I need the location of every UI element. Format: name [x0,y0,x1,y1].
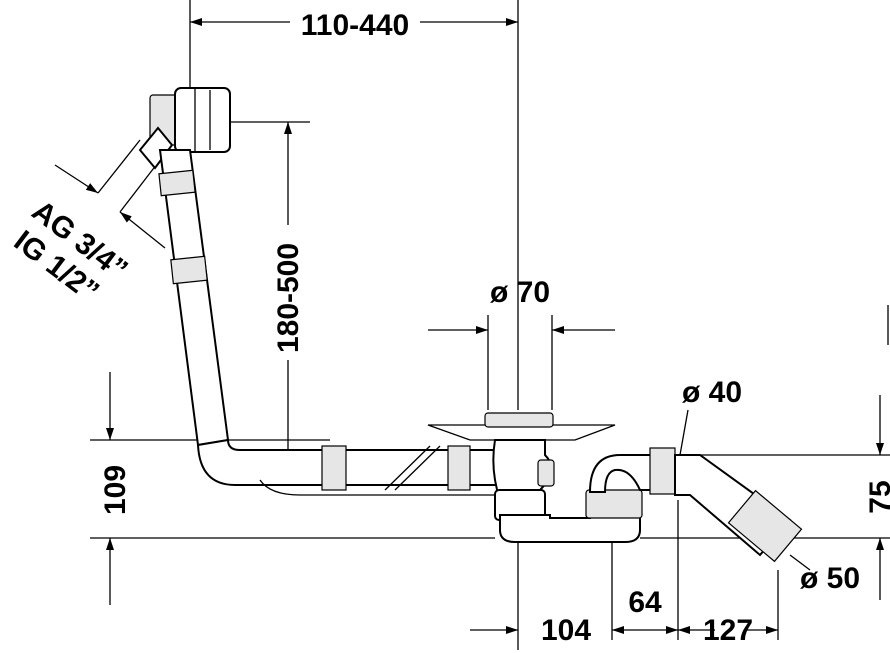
dim-drain-diameter: ø 70 [490,276,550,309]
dim-outlet-height: 75 [864,480,890,513]
drain-body [427,412,616,521]
dim-length-range: 110-440 [301,9,409,42]
overflow-head [138,87,231,170]
outlet-pipe [649,447,803,563]
trap [499,454,656,543]
overflow-pipe [158,149,501,496]
dim-offset-104: 104 [541,614,591,647]
dim-connection-diameter: ø 50 [800,562,860,595]
dim-offset-64: 64 [628,586,662,619]
dim-offset-127: 127 [703,614,753,647]
dim-trap-height: 109 [99,465,132,515]
dim-outlet-diameter: ø 40 [682,376,742,409]
dimension-arrows [54,18,884,634]
dim-height-range: 180-500 [272,243,305,353]
